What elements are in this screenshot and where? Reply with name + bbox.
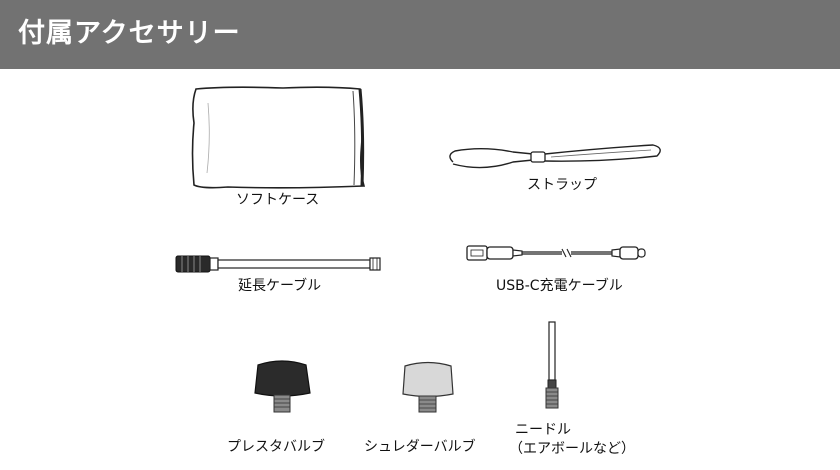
usb-c-cable-label: USB-C充電ケーブル <box>496 278 623 294</box>
soft-case-label: ソフトケース <box>236 192 320 208</box>
presta-valve-illustration <box>254 360 311 413</box>
schrader-valve-illustration <box>402 361 454 413</box>
soft-case-illustration <box>191 86 366 189</box>
needle-illustration <box>545 321 559 409</box>
strap-label: ストラップ <box>527 177 597 193</box>
usb-c-cable-illustration <box>466 245 646 261</box>
page-title: 付属アクセサリー <box>18 18 241 49</box>
needle-label: ニードル <box>515 422 571 438</box>
presta-valve-label: プレスタバルブ <box>227 439 325 455</box>
extension-cable-illustration <box>175 255 381 273</box>
needle-sublabel: （エアボールなど） <box>509 441 635 457</box>
schrader-valve-label: シュレダーバルブ <box>364 439 476 455</box>
strap-illustration <box>449 144 661 169</box>
header-bar: 付属アクセサリー <box>0 0 840 69</box>
extension-cable-label: 延長ケーブル <box>238 278 322 294</box>
